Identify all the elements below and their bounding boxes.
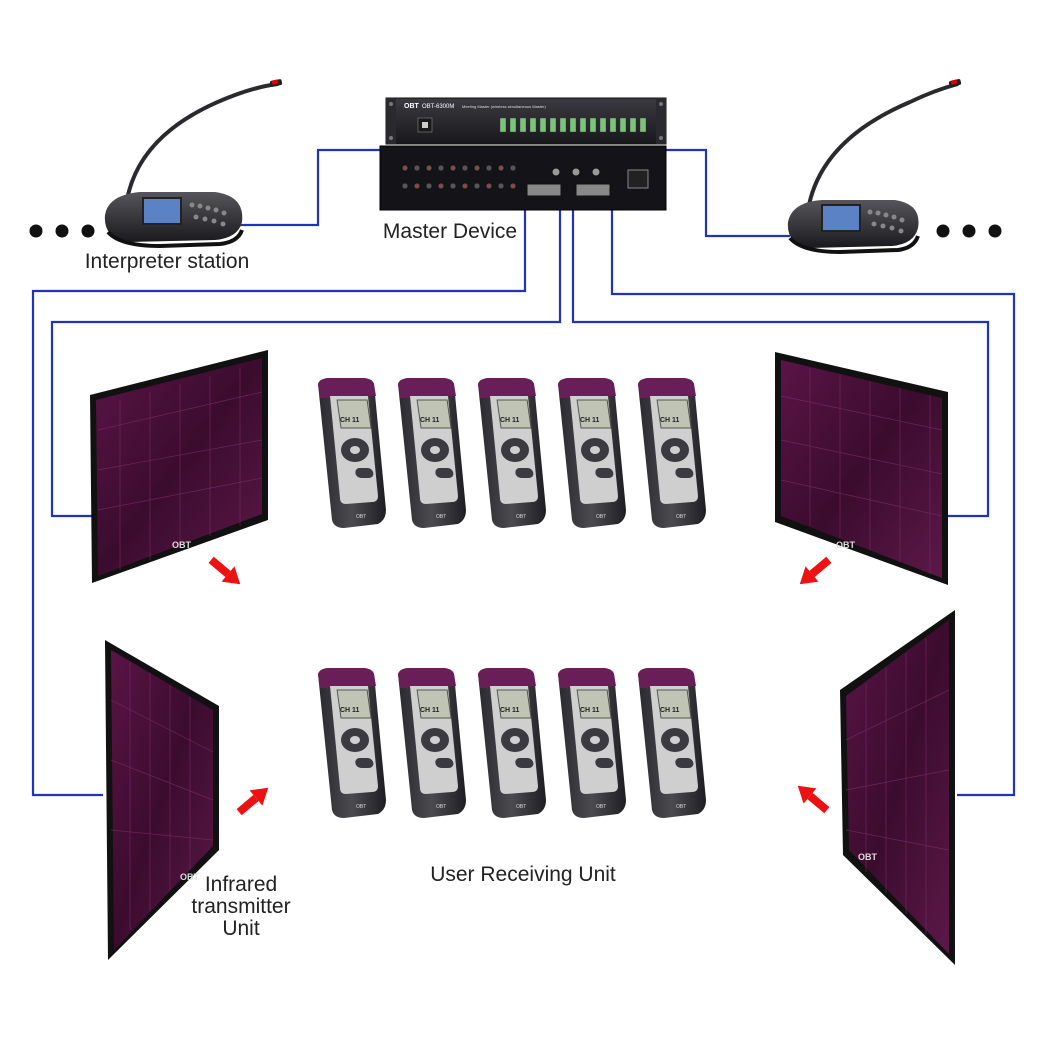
receiver-unit: CH 11 OBT: [398, 668, 466, 818]
label-infrared-line1: Infrared: [204, 873, 278, 896]
receiver-screen-text: CH 11: [420, 707, 440, 714]
ir-transmitter-top-right: OBT: [775, 352, 948, 585]
receiver-screen-text: CH 11: [500, 417, 520, 424]
label-infrared-line3: Unit: [222, 917, 260, 940]
arrow-top-left: [208, 556, 241, 585]
receiver-unit: CH 11 OBT: [318, 378, 386, 528]
svg-text:OBT: OBT: [516, 804, 526, 810]
svg-text:OBT: OBT: [516, 514, 526, 520]
ir-transmitter-top-left: OBT: [90, 350, 268, 583]
receiver-unit: CH 11 OBT: [558, 668, 626, 818]
master-device: OBT OBT-6300M Meeting Master (wireless s…: [379, 97, 667, 211]
interpreter-station-left: [104, 79, 283, 249]
label-master-device: Master Device: [382, 220, 518, 243]
receiver-unit: CH 11 OBT: [478, 668, 546, 818]
svg-text:OBT: OBT: [356, 514, 366, 520]
receiver-screen-text: CH 11: [660, 707, 680, 714]
svg-text:OBT: OBT: [676, 514, 686, 520]
master-device-model: OBT-6300M: [422, 104, 454, 110]
label-interpreter-station: Interpreter station: [84, 250, 250, 273]
receiver-unit: CH 11 OBT: [638, 378, 706, 528]
ir-transmitter-bottom-right: OBT: [840, 610, 955, 965]
svg-text:OBT: OBT: [436, 804, 446, 810]
continuation-dots-right: [936, 224, 1002, 238]
svg-text:OBT: OBT: [356, 804, 366, 810]
master-device-front-title: Meeting Master (wireless simultaneous Ma…: [462, 104, 546, 109]
label-user-receiving-unit: User Receiving Unit: [430, 863, 616, 886]
receiver-screen-text: CH 11: [340, 417, 360, 424]
cable-ir-bottom-left: [31, 180, 527, 797]
label-infrared-line2: transmitter: [191, 895, 291, 918]
receiver-unit: CH 11 OBT: [558, 378, 626, 528]
svg-text:OBT: OBT: [180, 872, 200, 882]
receivers: CH 11 OBT CH 11 OBT CH 11 OBT CH 11 OBT: [318, 378, 706, 818]
receiver-screen-text: CH 11: [580, 417, 600, 424]
cable-ir-top-left: [50, 180, 562, 518]
svg-text:OBT: OBT: [836, 540, 856, 550]
master-device-brand: OBT: [404, 103, 420, 110]
cable-ir-top-right: [571, 180, 990, 518]
svg-text:OBT: OBT: [676, 804, 686, 810]
arrow-bottom-left: [236, 787, 269, 816]
receiver-unit: CH 11 OBT: [638, 668, 706, 818]
receiver-screen-text: CH 11: [580, 707, 600, 714]
svg-text:OBT: OBT: [596, 804, 606, 810]
svg-text:OBT: OBT: [436, 514, 446, 520]
receiver-screen-text: CH 11: [660, 417, 680, 424]
receiver-screen-text: CH 11: [420, 417, 440, 424]
receiver-unit: CH 11 OBT: [478, 378, 546, 528]
ir-signal-arrows: [208, 556, 832, 816]
receiver-screen-text: CH 11: [500, 707, 520, 714]
svg-text:OBT: OBT: [172, 540, 192, 550]
cable-ir-bottom-right: [610, 180, 1016, 797]
interpreter-station-right: [787, 79, 962, 255]
continuation-dots-left: [29, 224, 95, 238]
svg-text:OBT: OBT: [596, 514, 606, 520]
receiver-unit: CH 11 OBT: [318, 668, 386, 818]
label-infrared-transmitter-unit: Infrared transmitter Unit: [176, 874, 306, 940]
receiver-screen-text: CH 11: [340, 707, 360, 714]
cables: [31, 148, 1016, 797]
receiver-unit: CH 11 OBT: [398, 378, 466, 528]
svg-text:OBT: OBT: [858, 852, 878, 862]
ir-transmitter-bottom-left: OBT: [105, 640, 219, 960]
arrow-top-right: [799, 556, 832, 585]
arrow-bottom-right: [797, 785, 830, 814]
